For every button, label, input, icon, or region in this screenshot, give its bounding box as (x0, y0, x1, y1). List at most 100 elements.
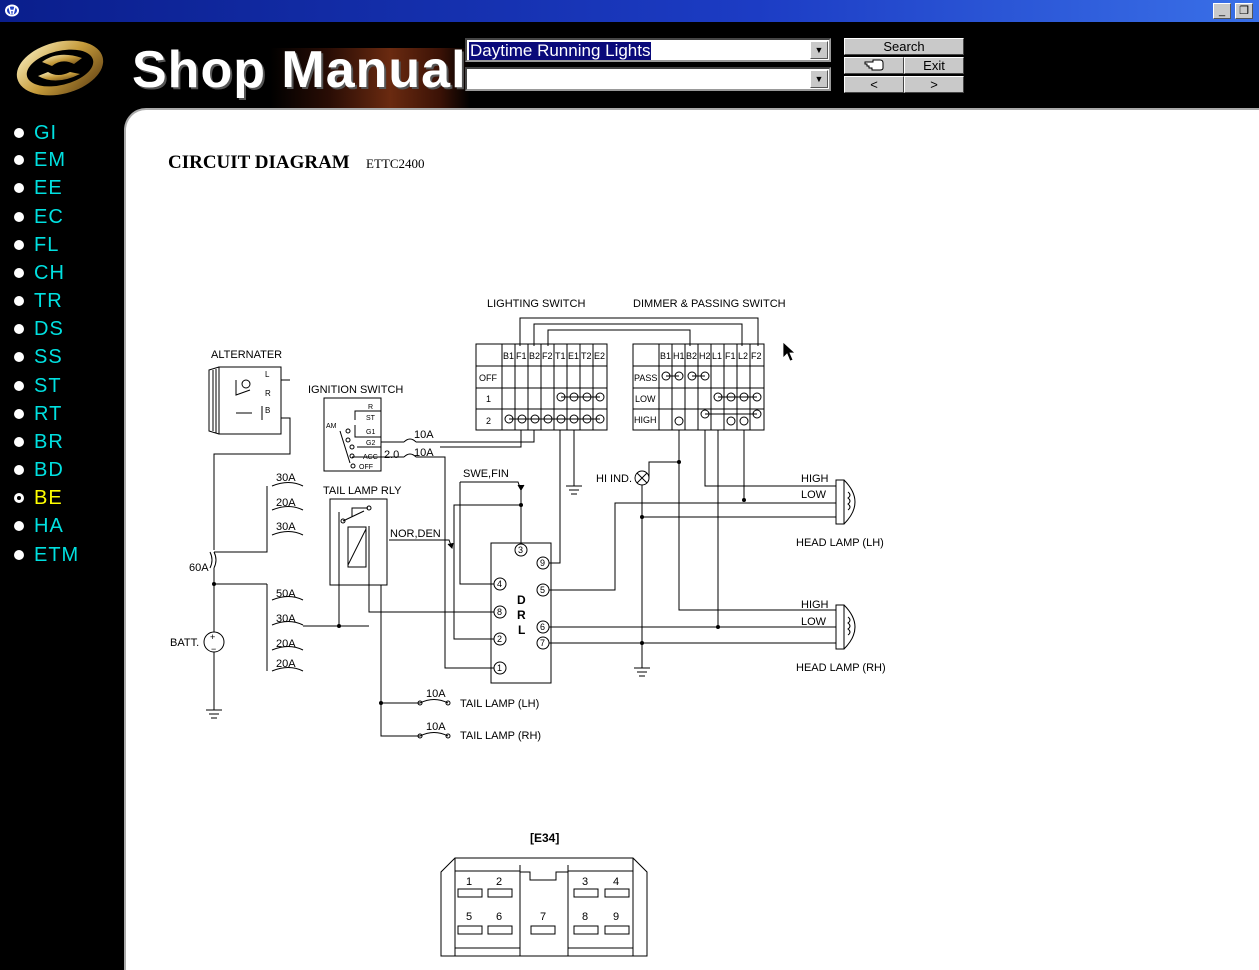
drl-pin: 3 (518, 545, 523, 555)
drl-letter: L (518, 623, 525, 637)
nav-item-st[interactable]: ST (14, 373, 62, 399)
next-button[interactable]: > (904, 76, 964, 93)
fuse-label: 10A (414, 447, 434, 459)
nav-item-gi[interactable]: GI (14, 120, 57, 146)
high-label: HIGH (801, 473, 829, 485)
nav-label: EE (34, 176, 63, 199)
ds-row-label: HIGH (634, 415, 657, 425)
window-titlebar: _ ❐ (0, 0, 1259, 22)
hand-pointer-button[interactable] (844, 57, 904, 74)
content-pane[interactable]: CIRCUIT DIAGRAM ETTC2400 (124, 108, 1259, 970)
nav-item-br[interactable]: BR (14, 429, 64, 455)
nav-item-ch[interactable]: CH (14, 260, 65, 286)
alternator-label: ALTERNATER (211, 349, 282, 361)
restore-button[interactable]: ❐ (1235, 3, 1253, 19)
connector-pin: 8 (582, 911, 588, 923)
nav-item-be[interactable]: BE (14, 485, 63, 511)
section-sidebar: GI EM EE EC FL CH TR DS SS ST RT BR BD B… (0, 108, 124, 970)
ls-row-label: 1 (486, 394, 491, 404)
nav-label: RT (34, 402, 63, 425)
drl-pin: 1 (497, 663, 502, 673)
dimmer-switch-label: DIMMER & PASSING SWITCH (633, 298, 786, 310)
nav-item-em[interactable]: EM (14, 147, 66, 173)
head-lamp-lh-label: HEAD LAMP (LH) (796, 537, 884, 549)
high-label: HIGH (801, 599, 829, 611)
topic-select-value: Daytime Running Lights (469, 41, 652, 60)
low-label: LOW (801, 489, 827, 501)
ign-term-label: G1 (366, 429, 375, 436)
page-title: CIRCUIT DIAGRAM (168, 152, 350, 173)
radio-icon (14, 183, 24, 193)
nav-label: BR (34, 430, 64, 453)
nav-label: ETM (34, 543, 80, 566)
nav-item-etm[interactable]: ETM (14, 542, 79, 568)
alt-term-label: L (265, 370, 270, 379)
radio-icon (14, 155, 24, 165)
nav-label: HA (34, 514, 64, 537)
previous-button[interactable]: < (844, 76, 904, 93)
tail-lamp-relay-label: TAIL LAMP RLY (323, 485, 402, 497)
wire-size-label: 2.0 (384, 449, 399, 461)
connector-pin: 4 (613, 876, 619, 888)
radio-icon (14, 128, 24, 138)
radio-icon (14, 521, 24, 531)
chevron-down-icon[interactable]: ▼ (810, 41, 828, 59)
connector-pin: 9 (613, 911, 619, 923)
nav-item-ds[interactable]: DS (14, 316, 64, 342)
hand-pointer-icon (864, 59, 884, 71)
radio-icon (14, 324, 24, 334)
nav-label: CH (34, 261, 65, 284)
ds-col-label: B2 (686, 351, 697, 361)
ls-col-label: B1 (503, 351, 514, 361)
nav-item-rt[interactable]: RT (14, 401, 62, 427)
radio-selected-icon (14, 493, 24, 503)
ls-col-label: B2 (529, 351, 540, 361)
ign-term-label: R (368, 404, 373, 411)
exit-button[interactable]: Exit (904, 57, 964, 74)
drl-pin: 7 (540, 638, 545, 648)
search-button[interactable]: Search (844, 38, 964, 55)
topic-select[interactable]: Daytime Running Lights ▼ (465, 38, 831, 62)
ign-term-label: ST (366, 415, 376, 422)
app-title: Shop Manual (132, 41, 467, 99)
svg-text:−: − (211, 644, 216, 654)
nav-item-ec[interactable]: EC (14, 204, 64, 230)
nav-item-ss[interactable]: SS (14, 344, 63, 370)
head-lamp-rh-label: HEAD LAMP (RH) (796, 662, 886, 674)
nav-item-fl[interactable]: FL (14, 232, 59, 258)
tail-lamp-lh-label: TAIL LAMP (LH) (460, 698, 539, 710)
radio-icon (14, 409, 24, 419)
radio-icon (14, 268, 24, 278)
minimize-button[interactable]: _ (1213, 3, 1231, 19)
chevron-down-icon[interactable]: ▼ (810, 70, 828, 88)
low-label: LOW (801, 616, 827, 628)
subtopic-select[interactable]: ▼ (465, 67, 831, 91)
drl-letter: D (517, 593, 526, 607)
connector-pin: 7 (540, 911, 546, 923)
radio-icon (14, 465, 24, 475)
svg-text:+: + (210, 632, 215, 642)
nav-label: SS (34, 345, 63, 368)
ignition-switch-label: IGNITION SWITCH (308, 384, 403, 396)
fuse-label: 20A (276, 497, 296, 509)
nav-label: BE (34, 486, 63, 509)
nav-item-bd[interactable]: BD (14, 457, 64, 483)
nav-label: EC (34, 205, 64, 228)
drl-pin: 4 (497, 579, 502, 589)
nav-label: TR (34, 289, 63, 312)
radio-icon (14, 381, 24, 391)
nav-label: DS (34, 317, 64, 340)
drl-pin: 9 (540, 558, 545, 568)
ls-col-label: E1 (568, 351, 579, 361)
nav-item-ee[interactable]: EE (14, 175, 63, 201)
connector-label: [E34] (530, 831, 559, 845)
fuse-label: 20A (276, 638, 296, 650)
radio-icon (14, 212, 24, 222)
nav-item-ha[interactable]: HA (14, 513, 64, 539)
fuse-label: 30A (276, 472, 296, 484)
ds-col-label: H1 (673, 351, 685, 361)
nav-item-tr[interactable]: TR (14, 288, 63, 314)
fuse-label: 30A (276, 613, 296, 625)
tail-lamp-rh-label: TAIL LAMP (RH) (460, 730, 541, 742)
fuse-label: 10A (426, 688, 446, 700)
